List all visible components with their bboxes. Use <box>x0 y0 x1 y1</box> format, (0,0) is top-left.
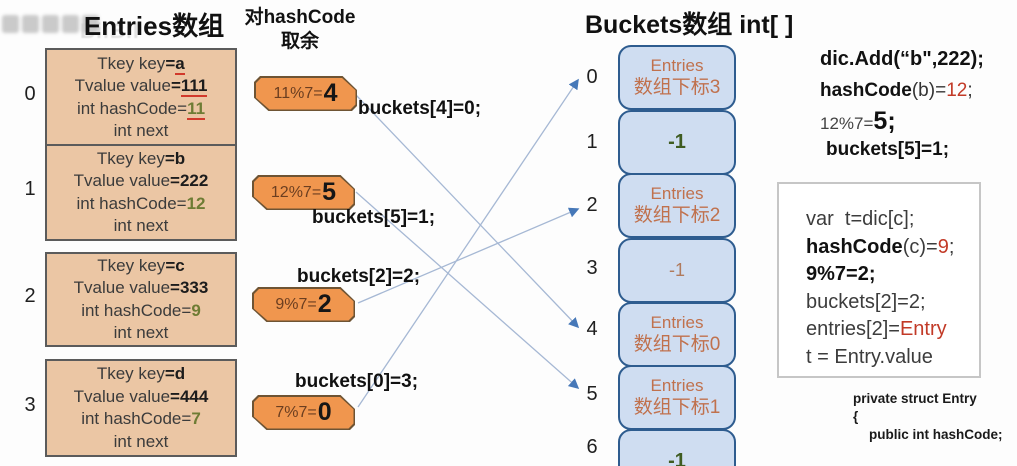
assign-buckets4: buckets[4]=0; <box>358 98 482 119</box>
bucket-index-2: 2 <box>586 194 598 216</box>
entry-hash-line: int hashCode=9 <box>81 300 201 320</box>
entry-hash-line: int hashCode=7 <box>81 409 201 428</box>
add-operation-note: dic.Add(“b",222); hashCode(b)=12; 12%7=5… <box>820 48 1010 161</box>
entry-box-1: Tkey key=b Tvalue value=222 int hashCode… <box>45 144 237 241</box>
mod-hashcode-title: 对hashCode 取余 <box>238 6 362 54</box>
entry-key-line: Tkey key=b <box>96 148 186 168</box>
entries-array-title: Entries数组 <box>83 11 225 41</box>
bilibili-watermark: BilBil <box>80 20 140 43</box>
entry-next-line: int next <box>113 323 169 342</box>
entry-next-line: int next <box>113 121 169 140</box>
entry-index-0: 0 <box>24 83 36 105</box>
add-hashcode-line: hashCode(b)=12; <box>820 80 973 101</box>
buckets-array-title: Buckets数组 int[ ] <box>585 11 794 39</box>
entry-next-line: int next <box>113 216 169 235</box>
entry-key-line: Tkey key=a <box>97 53 185 75</box>
entry-index-3: 3 <box>24 394 36 416</box>
mod-tag-2: 9%7=2 <box>252 287 355 322</box>
entry-value-line: Tvalue value=333 <box>73 278 209 297</box>
assign-buckets5: buckets[5]=1; <box>312 207 436 228</box>
mod-tag-3: 7%7=0 <box>252 395 355 430</box>
bucket-index-5: 5 <box>586 383 598 405</box>
bucket-cell-6: -1 <box>618 429 736 466</box>
bucket-index-6: 6 <box>586 436 598 458</box>
lookup-line-6: t = Entry.value <box>806 345 933 368</box>
lookup-steps-box: var t=dic[c]; hashCode(c)=9; 9%7=2; buck… <box>777 182 981 378</box>
bucket-index-4: 4 <box>586 318 598 340</box>
add-bucket-line: buckets[5]=1; <box>826 139 950 160</box>
bucket-index-0: 0 <box>586 66 598 88</box>
entry-key-line: Tkey key=d <box>96 364 186 383</box>
entry-box-3: Tkey key=d Tvalue value=444 int hashCode… <box>45 359 237 457</box>
entry-index-2: 2 <box>24 285 36 307</box>
entry-index-1: 1 <box>24 178 36 200</box>
bucket-index-1: 1 <box>586 131 598 153</box>
bucket-cell-3: -1 <box>618 238 736 303</box>
entry-hash-line: int hashCode=11 <box>76 98 206 120</box>
struct-line-2: { <box>853 409 859 424</box>
entry-value-line: Tvalue value=222 <box>73 171 209 190</box>
lookup-line-3: 9%7=2; <box>806 263 876 285</box>
bucket-index-3: 3 <box>586 257 598 279</box>
lookup-line-5: entries[2]=Entry <box>806 318 947 340</box>
add-call-line: dic.Add(“b",222); <box>820 48 984 70</box>
lookup-line-1: var t=dic[c]; <box>806 208 915 230</box>
entry-value-line: Tvalue value=111 <box>74 76 208 97</box>
entry-box-0: Tkey key=a Tvalue value=111 int hashCode… <box>45 48 237 147</box>
struct-line-3: public int hashCode; <box>869 427 1003 442</box>
mod-title-line1: 对hashCode <box>244 7 356 28</box>
bucket-cell-1: -1 <box>618 110 736 175</box>
struct-line-1: private struct Entry <box>853 391 977 406</box>
assign-buckets2: buckets[2]=2; <box>297 266 421 287</box>
mod-tag-1: 12%7=5 <box>252 175 355 210</box>
entry-value-line: Tvalue value=444 <box>73 386 209 406</box>
entry-key-line: Tkey key=c <box>97 255 185 275</box>
entry-box-2: Tkey key=c Tvalue value=333 int hashCode… <box>45 252 237 347</box>
entry-hash-line: int hashCode=12 <box>76 193 206 213</box>
lookup-line-2: hashCode(c)=9; <box>806 235 955 258</box>
mod-tag-0: 11%7=4 <box>254 76 357 111</box>
assign-buckets0: buckets[0]=3; <box>295 371 419 392</box>
entry-struct-snippet: private struct Entry { public int hashCo… <box>853 390 1003 444</box>
add-mod-line: 12%7=5; <box>820 107 896 135</box>
entry-next-line: int next <box>113 431 169 451</box>
mod-title-line2: 取余 <box>280 31 319 52</box>
uploader-watermark <box>2 15 99 33</box>
lookup-line-4: buckets[2]=2; <box>806 290 926 313</box>
